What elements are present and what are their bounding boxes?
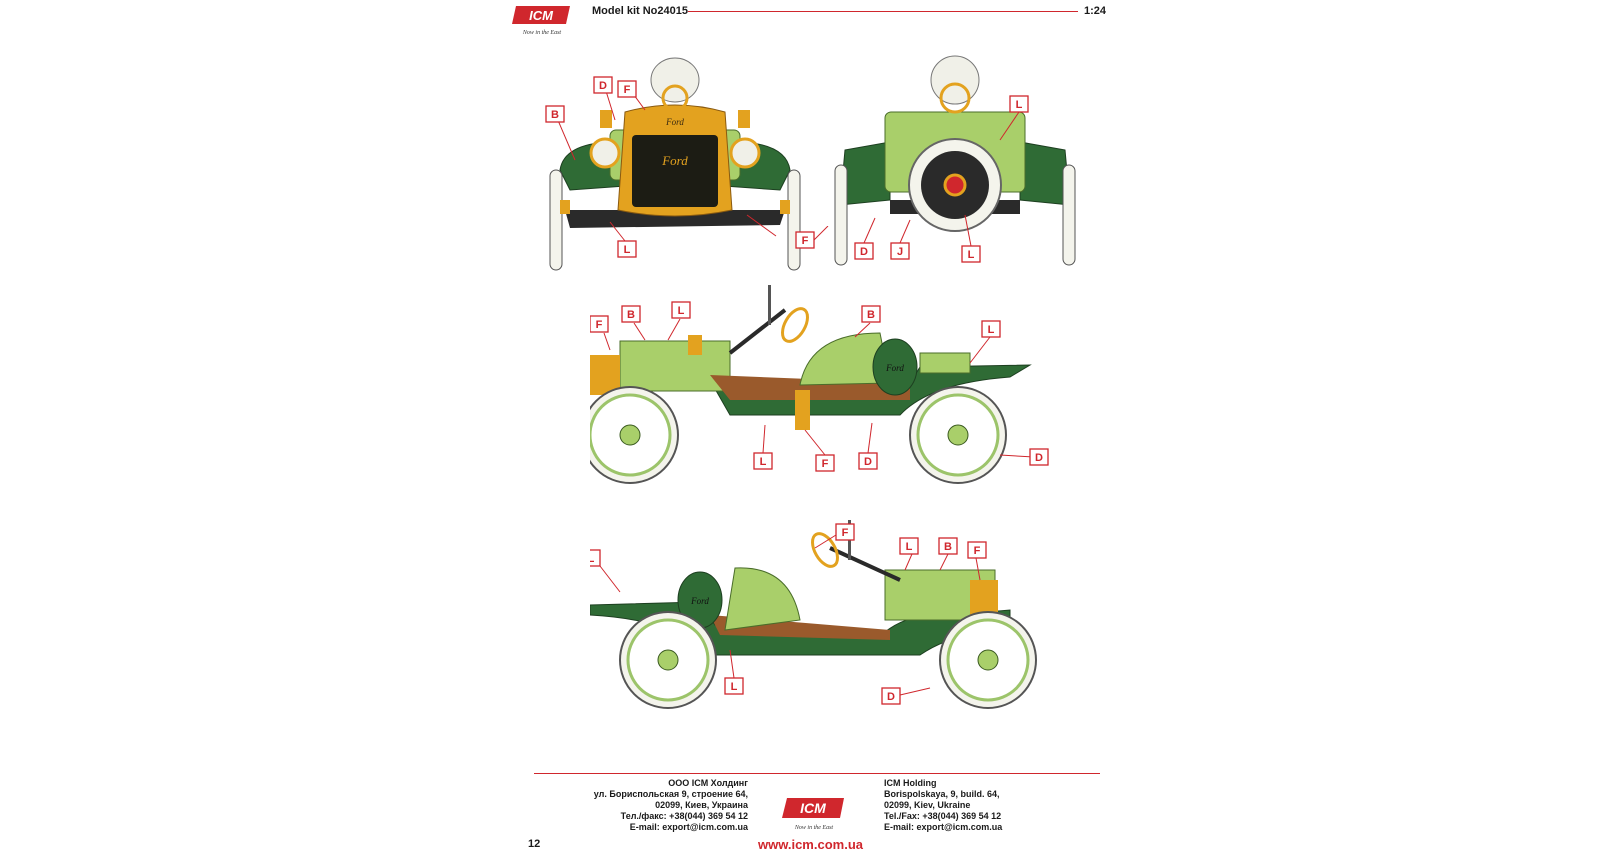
icm-logo-header: ICM Now in the East [512, 6, 570, 36]
page-number: 12 [528, 838, 541, 850]
website-link[interactable]: www.icm.com.ua [758, 837, 863, 852]
callout-side-right-D-tire: D [1029, 448, 1049, 466]
callout-front-B: B [545, 105, 565, 123]
callout-side-right-L-hood: L [671, 301, 691, 319]
callout-side-left-D-tire: D [881, 687, 901, 705]
svg-text:F: F [842, 527, 849, 539]
svg-text:B: B [627, 309, 635, 321]
rear-view-drawing: L D J L [834, 55, 1076, 266]
callout-side-right-B-seat: B [861, 305, 881, 323]
svg-text:D: D [864, 456, 872, 468]
callout-front-L: L [617, 240, 637, 258]
svg-text:F: F [624, 84, 631, 96]
svg-text:D: D [860, 246, 868, 258]
footer-logo-tagline: Now in the East [794, 825, 834, 831]
callout-side-left-L-board: L [724, 677, 744, 695]
svg-text:B: B [944, 541, 952, 553]
callout-rear-L-top: L [1009, 95, 1029, 113]
en-email: E-mail: export@icm.com.ua [884, 822, 1003, 832]
callout-rear-D: D [854, 242, 874, 260]
svg-text:L: L [988, 324, 995, 336]
callout-side-left-L-hood: L [899, 537, 919, 555]
svg-text:L: L [590, 553, 595, 565]
callout-side-right-F-board: F [815, 454, 835, 472]
callout-side-right-B-hood: B [621, 305, 641, 323]
callout-side-right-L-board: L [753, 452, 773, 470]
svg-text:L: L [968, 249, 975, 261]
footer-logo-brand: ICM [800, 800, 826, 816]
en-city: 02099, Kiev, Ukraine [884, 800, 971, 810]
kit-title: Model kit No24015 [592, 5, 688, 17]
svg-text:L: L [760, 456, 767, 468]
callout-shared-F: F [795, 226, 829, 249]
svg-text:J: J [897, 246, 903, 258]
svg-text:F: F [596, 319, 603, 331]
logo-tagline: Now in the East [522, 30, 562, 36]
footer-divider [534, 773, 1100, 774]
en-phone: Tel./Fax: +38(044) 369 54 12 [884, 811, 1002, 821]
svg-text:F: F [974, 545, 981, 557]
callout-side-right-D-board: D [858, 452, 878, 470]
logo-brand: ICM [529, 8, 554, 23]
tank-emblem-left: Ford [690, 596, 709, 606]
callout-side-left-F-steering: F [835, 523, 855, 541]
svg-text:L: L [678, 305, 685, 317]
header-divider [688, 11, 1078, 12]
en-company: ICM Holding [884, 778, 937, 788]
svg-text:F: F [802, 235, 809, 247]
ru-city: 02099, Киев, Украина [655, 800, 748, 810]
address-russian: ООО ICM Холдинг ул. Бориспольская 9, стр… [594, 778, 748, 833]
callout-side-left-B-hood: B [938, 537, 958, 555]
svg-text:D: D [599, 80, 607, 92]
side-view-right-drawing: Ford F B L B L L F D D [590, 285, 1049, 484]
svg-text:L: L [1016, 99, 1023, 111]
svg-text:B: B [867, 309, 875, 321]
svg-text:L: L [731, 681, 738, 693]
svg-text:L: L [624, 244, 631, 256]
svg-text:D: D [887, 691, 895, 703]
svg-text:B: B [551, 109, 559, 121]
radiator-emblem: Ford [661, 153, 688, 168]
front-view-drawing: Ford Ford B D F L [545, 57, 801, 271]
ru-email: E-mail: export@icm.com.ua [629, 822, 748, 832]
callout-side-right-L-rear: L [981, 320, 1001, 338]
svg-text:F: F [822, 458, 829, 470]
callout-side-left-F-front: F [967, 541, 987, 559]
tank-emblem-right: Ford [885, 363, 904, 373]
ru-phone: Тел./факс: +38(044) 369 54 12 [620, 811, 748, 821]
en-street: Borispolskaya, 9, build. 64, [884, 789, 1000, 799]
side-view-left-drawing: Ford L F L B F L D [590, 520, 1037, 709]
callout-front-F: F [617, 80, 637, 98]
svg-text:D: D [1035, 452, 1043, 464]
callout-side-right-F-front: F [590, 315, 609, 333]
top-emblem: Ford [665, 117, 684, 127]
callout-side-left-L-rear: L [590, 549, 601, 567]
callout-rear-L-bottom: L [961, 245, 981, 263]
callout-front-D: D [593, 76, 613, 94]
ru-company: ООО ICM Холдинг [668, 778, 748, 788]
svg-text:L: L [906, 541, 913, 553]
address-english: ICM Holding Borispolskaya, 9, build. 64,… [884, 778, 1002, 833]
scale-label: 1:24 [1084, 5, 1107, 17]
ru-street: ул. Бориспольская 9, строение 64, [593, 789, 748, 799]
icm-logo-footer: ICM Now in the East [782, 798, 844, 831]
callout-rear-J: J [890, 242, 910, 260]
